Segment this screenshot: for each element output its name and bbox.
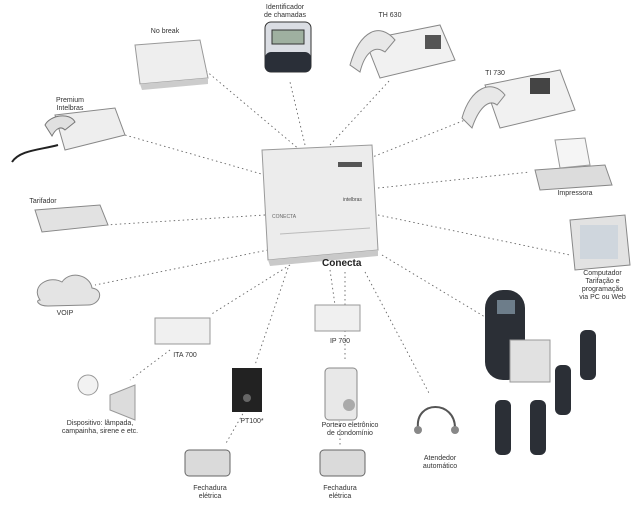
- node-label-ip: IP 700: [329, 338, 351, 345]
- node-label-headset: Atendedor automático: [422, 455, 458, 470]
- hub-label: Conecta: [322, 258, 362, 269]
- lock-left-device: [184, 449, 231, 477]
- node-label-intercom: Porteiro eletrônico de condomínio: [321, 422, 379, 437]
- lamp-device: [77, 374, 136, 421]
- node-label-premium-phone: Premium Intelbras: [55, 97, 84, 112]
- node-label-lock-left: Fechadura elétrica: [193, 485, 227, 500]
- node-label-lock-right: Fechadura elétrica: [323, 485, 357, 500]
- node-label-ti-phone: TI 730: [485, 70, 505, 77]
- node-label-doorphone: PT100*: [240, 418, 264, 425]
- headset-device: [414, 406, 459, 434]
- lock-right-device: [319, 449, 366, 477]
- ita-box-device: [154, 317, 211, 345]
- node-label-no-break: No break: [150, 28, 180, 35]
- computer-device: [569, 214, 631, 271]
- ip-box-device: [314, 304, 361, 332]
- node-label-printer: Impressora: [557, 190, 593, 197]
- premium-phone-device: [11, 107, 126, 163]
- node-label-caller-id: Identificador de chamadas: [263, 4, 307, 19]
- intercom-device: [324, 367, 358, 421]
- tarifador-device: [34, 204, 109, 233]
- doorphone-device: [232, 368, 262, 412]
- ti-phone-device: [461, 69, 576, 129]
- voip-cloud: [37, 274, 101, 307]
- printer-device: [534, 137, 613, 191]
- hub-plate: CONECTA: [272, 214, 297, 220]
- node-label-th-phone: TH 630: [378, 12, 402, 19]
- node-label-voip: VOIP: [56, 310, 74, 317]
- caller-id-device: [264, 21, 312, 73]
- node-label-ita: ITA 700: [173, 352, 197, 359]
- node-label-computer: Computador Tarifação e programação via P…: [579, 270, 626, 301]
- connector-lines: [94, 69, 571, 446]
- hub-brand: intelbras: [343, 197, 362, 203]
- cordless-phones: [485, 290, 596, 455]
- conecta-hub: intelbras CONECTA: [261, 144, 379, 266]
- hub-brand-strip: [338, 162, 362, 167]
- no-break-device: [134, 39, 209, 90]
- node-label-devices: Dispositivo: lâmpada, campainha, sirene …: [61, 420, 139, 435]
- th-phone-device: [349, 24, 456, 79]
- node-label-tarifador: Tarifador: [29, 198, 57, 205]
